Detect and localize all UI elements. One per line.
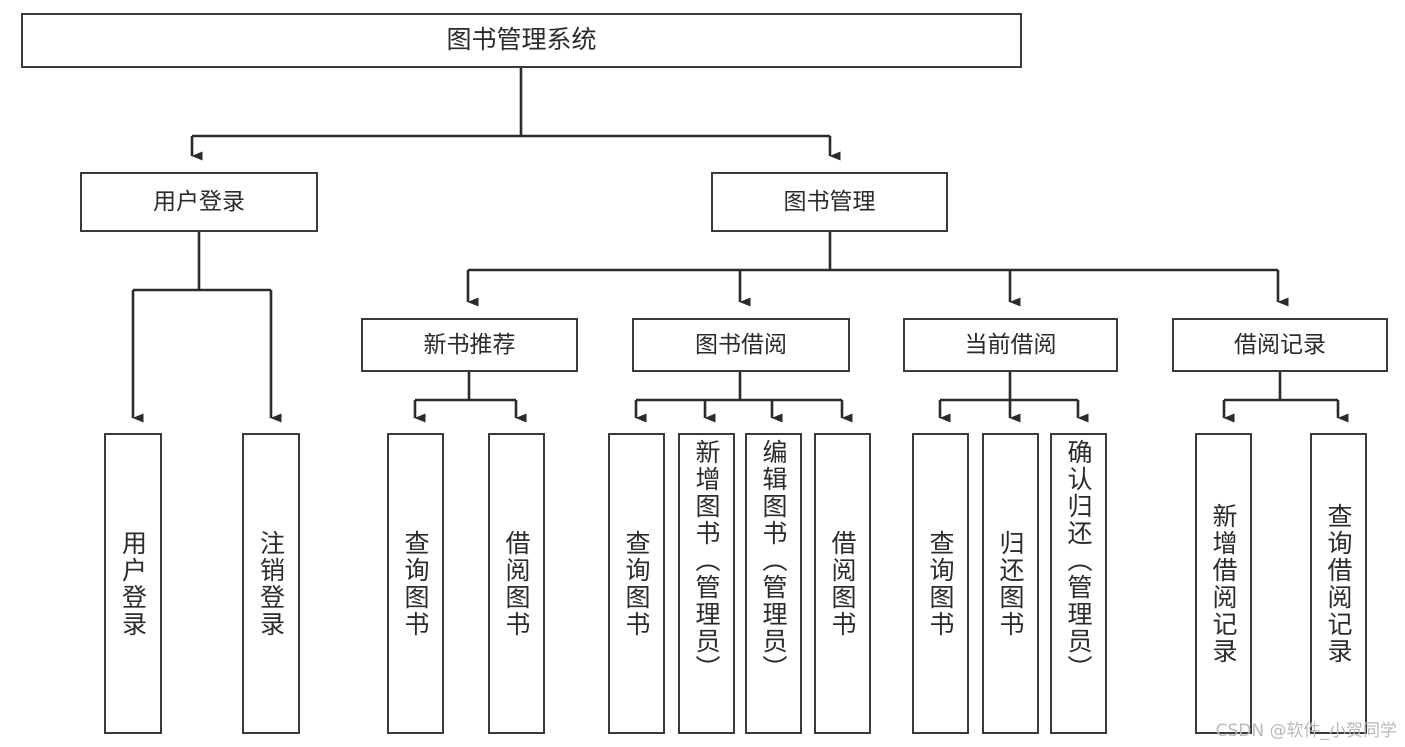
node-leaf-new-book-query-books[interactable]: 查询图书	[387, 433, 444, 734]
node-leaf-label: 用户登录	[118, 529, 148, 638]
node-leaf-label: 查询图书	[401, 529, 430, 638]
node-leaf-label: 借阅图书	[828, 529, 857, 638]
node-leaf-user-login-login[interactable]: 用户登录	[104, 433, 162, 734]
node-leaf-book-borrow-add-book-admin[interactable]: 新增图书（管理员）	[678, 433, 735, 734]
node-leaf-new-book-borrow-books[interactable]: 借阅图书	[488, 433, 545, 734]
node-leaf-current-borrow-return-books[interactable]: 归还图书	[982, 433, 1039, 734]
node-leaf-current-borrow-query-books[interactable]: 查询图书	[912, 433, 969, 734]
node-leaf-borrow-record-add-record[interactable]: 新增借阅记录	[1195, 433, 1252, 734]
node-new-book-recommend-label: 新书推荐	[423, 331, 516, 358]
node-leaf-current-borrow-confirm-return-admin[interactable]: 确认归还（管理员）	[1050, 433, 1107, 734]
node-leaf-borrow-record-query-record[interactable]: 查询借阅记录	[1310, 433, 1367, 734]
node-leaf-user-login-logout[interactable]: 注销登录	[242, 433, 300, 734]
node-book-management-label: 图书管理	[783, 188, 876, 215]
node-book-borrow[interactable]: 图书借阅	[632, 318, 850, 372]
node-user-login[interactable]: 用户登录	[80, 172, 318, 232]
node-leaf-label: 编辑图书（管理员）	[759, 439, 788, 682]
node-leaf-label: 查询图书	[926, 529, 955, 638]
node-user-login-label: 用户登录	[153, 188, 245, 215]
node-leaf-book-borrow-edit-book-admin[interactable]: 编辑图书（管理员）	[745, 433, 802, 734]
node-leaf-label: 新增借阅记录	[1209, 502, 1238, 665]
node-leaf-book-borrow-query-books[interactable]: 查询图书	[608, 433, 665, 734]
node-book-management[interactable]: 图书管理	[711, 172, 948, 232]
node-borrow-record-label: 借阅记录	[1234, 331, 1326, 358]
node-book-borrow-label: 图书借阅	[695, 331, 787, 358]
node-current-borrow-label: 当前借阅	[964, 331, 1057, 358]
node-leaf-book-borrow-borrow-books[interactable]: 借阅图书	[814, 433, 871, 734]
node-root-label: 图书管理系统	[446, 25, 597, 55]
node-leaf-label: 归还图书	[996, 529, 1025, 638]
node-root-book-management-system[interactable]: 图书管理系统	[21, 13, 1022, 68]
node-new-book-recommend[interactable]: 新书推荐	[361, 318, 578, 372]
node-leaf-label: 借阅图书	[502, 529, 531, 638]
csdn-watermark: CSDN @软件_小贺同学	[1215, 721, 1397, 741]
node-current-borrow[interactable]: 当前借阅	[903, 318, 1118, 372]
node-leaf-label: 新增图书（管理员）	[692, 439, 721, 682]
node-leaf-label: 确认归还（管理员）	[1064, 439, 1093, 682]
node-leaf-label: 查询图书	[622, 529, 651, 638]
node-leaf-label: 注销登录	[256, 529, 286, 638]
node-borrow-record[interactable]: 借阅记录	[1172, 318, 1388, 372]
node-leaf-label: 查询借阅记录	[1324, 502, 1353, 665]
